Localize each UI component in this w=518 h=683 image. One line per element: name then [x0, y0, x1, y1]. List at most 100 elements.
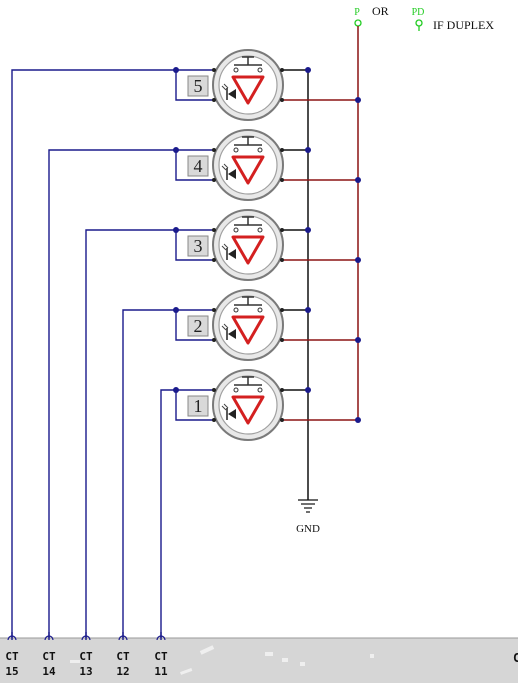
connector-prefix-label: CT — [116, 650, 130, 663]
signal-wire — [48, 149, 176, 638]
led-ray — [221, 405, 227, 411]
switch-row-4: 4 — [48, 129, 361, 638]
led-ray — [221, 325, 227, 331]
signal-junction — [173, 147, 179, 153]
power-junction — [355, 337, 361, 343]
terminal-dot — [212, 148, 216, 152]
switch-number-label: 3 — [194, 236, 203, 256]
switch-number-badge — [187, 75, 209, 97]
switch-rows: 5 4 3 2 1 — [11, 49, 361, 638]
signal-wire — [11, 69, 176, 638]
warning-triangle-icon — [231, 395, 265, 425]
connector-ct-15: CT 15 — [5, 632, 19, 678]
signal-loop-wire — [175, 390, 214, 421]
contact-left — [233, 147, 239, 153]
pin-pd-terminal — [415, 19, 423, 27]
connector-ct-13: CT 13 — [79, 632, 93, 678]
terminal-dot — [280, 68, 284, 72]
power-junction — [355, 177, 361, 183]
switch-number-label: 5 — [194, 76, 203, 96]
connector-number-label: 15 — [5, 665, 18, 678]
power-junction — [355, 417, 361, 423]
lighted-switch-icon — [212, 129, 284, 201]
led-ray — [221, 245, 227, 251]
lighted-switch-icon — [212, 289, 284, 361]
pin-p-label: P — [354, 7, 360, 18]
led-icon — [228, 249, 236, 259]
led-icon — [228, 409, 236, 419]
terminal-dot — [212, 308, 216, 312]
led-ray — [223, 163, 229, 169]
terminal-dot — [280, 338, 284, 342]
connector-number-label: 12 — [116, 665, 129, 678]
switch-face — [218, 135, 278, 195]
switch-number-badge — [187, 235, 209, 257]
led-ray — [221, 85, 227, 91]
led-ray — [223, 323, 229, 329]
terminal-dot — [212, 338, 216, 342]
switch-row-5: 5 — [11, 49, 361, 638]
switch-number-label: 1 — [194, 396, 203, 416]
terminal-dot — [280, 228, 284, 232]
signal-junction — [173, 67, 179, 73]
switch-number-badge — [187, 395, 209, 417]
connector-prefix-label: CT — [79, 650, 93, 663]
terminal-dot — [280, 148, 284, 152]
led-icon — [228, 169, 236, 179]
led-ray — [223, 403, 229, 409]
ground-junction — [305, 307, 311, 313]
connector-number-label: 14 — [42, 665, 56, 678]
switch-face — [218, 375, 278, 435]
lighted-switch-icon — [212, 49, 284, 121]
terminal-dot — [280, 308, 284, 312]
terminal-dot — [212, 68, 216, 72]
ground-junction — [305, 387, 311, 393]
duplex-text: IF DUPLEX — [433, 18, 494, 32]
lighted-switch-icon — [212, 209, 284, 281]
led-icon — [228, 329, 236, 339]
terminal-dot — [212, 228, 216, 232]
led-ray — [221, 165, 227, 171]
switch-row-2: 2 — [122, 289, 361, 638]
or-text: OR — [372, 4, 389, 18]
signal-loop-wire — [175, 150, 214, 181]
terminal-dot — [212, 178, 216, 182]
ground-junction — [305, 227, 311, 233]
terminal-dot — [212, 258, 216, 262]
switch-number-label: 4 — [194, 156, 203, 176]
right-edge-label: C — [513, 651, 518, 665]
ground-symbol: GND — [296, 499, 320, 535]
switch-number-label: 2 — [194, 316, 203, 336]
signal-wire — [160, 389, 176, 638]
contact-left — [233, 227, 239, 233]
connector-prefix-label: CT — [5, 650, 19, 663]
warning-triangle-icon — [231, 155, 265, 185]
header-pins: P OR PD IF DUPLEX — [354, 4, 494, 32]
switch-number-badge — [187, 315, 209, 337]
signal-junction — [173, 387, 179, 393]
signal-junction — [173, 227, 179, 233]
contact-left — [233, 307, 239, 313]
pin-pd-label: PD — [412, 7, 425, 18]
connector-prefix-label: CT — [154, 650, 168, 663]
power-junction — [355, 257, 361, 263]
led-ray — [223, 83, 229, 89]
connector-number-label: 13 — [79, 665, 92, 678]
switch-row-3: 3 — [85, 209, 361, 638]
switch-face — [218, 215, 278, 275]
gnd-label: GND — [296, 523, 320, 535]
pin-p-terminal — [354, 19, 362, 27]
contact-right — [257, 387, 263, 393]
contact-right — [257, 227, 263, 233]
terminal-dot — [280, 178, 284, 182]
ground-junction — [305, 147, 311, 153]
switch-number-badge — [187, 155, 209, 177]
signal-wire — [122, 309, 176, 638]
warning-triangle-icon — [231, 75, 265, 105]
signal-wire — [85, 229, 176, 638]
contact-right — [257, 67, 263, 73]
terminal-dot — [212, 98, 216, 102]
warning-triangle-icon — [231, 315, 265, 345]
